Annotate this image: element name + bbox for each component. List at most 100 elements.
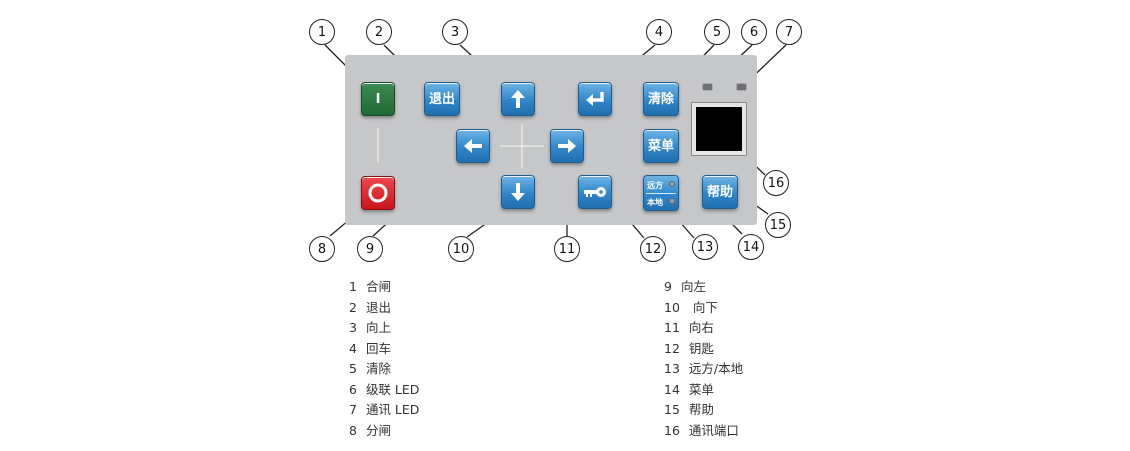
legend-num: 1: [349, 279, 357, 294]
menu-button-label: 菜单: [647, 138, 674, 154]
callout-2: 2: [366, 19, 392, 45]
legend-num: 10: [664, 299, 680, 315]
local-indicator-icon: [669, 198, 675, 204]
callout-10: 10: [448, 236, 474, 262]
legend-item: 14 菜单: [664, 380, 743, 401]
arrow-left-icon: [462, 136, 484, 156]
arrow-right-icon: [556, 136, 578, 156]
legend-label: 帮助: [688, 402, 714, 417]
callout-4: 4: [646, 19, 672, 45]
legend-label: 退出: [365, 299, 391, 315]
local-label: 本地: [647, 198, 663, 207]
close-button-label: I: [375, 91, 381, 107]
cascade-led: [703, 84, 712, 90]
legend-label: 分闸: [365, 422, 391, 438]
legend-label: 通讯 LED: [365, 402, 420, 417]
legend-item: 10 向下: [664, 298, 743, 319]
legend-num: 6: [349, 381, 357, 397]
callout-16: 16: [763, 170, 789, 196]
legend-item: 12 钥匙: [664, 339, 743, 360]
open-button[interactable]: [361, 176, 395, 210]
legend-num: 13: [664, 361, 680, 376]
legend-label: 向左: [680, 279, 706, 294]
legend-item: 16 通讯端口: [664, 421, 743, 442]
right-button[interactable]: [550, 129, 584, 163]
legend-left: 1 合闸 2 退出 3 向上 4 回车 5 清除 6 级联 LED 7 通讯 LED 8 分闸: [349, 277, 419, 441]
legend-num: 7: [349, 402, 357, 417]
remote-local-divider: [646, 193, 676, 194]
legend-num: 4: [349, 340, 357, 356]
comm-port: [691, 102, 747, 156]
callout-13: 13: [692, 234, 718, 260]
legend-item: 8 分闸: [349, 421, 419, 442]
exit-button-label: 退出: [428, 91, 455, 107]
callout-7: 7: [776, 19, 802, 45]
comm-led: [737, 84, 746, 90]
key-icon: [582, 184, 608, 200]
callout-14: 14: [738, 234, 764, 260]
legend-label: 级联 LED: [365, 381, 420, 397]
callout-9: 9: [357, 236, 383, 262]
arrow-down-icon: [508, 181, 528, 203]
legend-label: 回车: [365, 340, 391, 356]
legend-item: 3 向上: [349, 318, 419, 339]
down-button[interactable]: [501, 175, 535, 209]
callout-3: 3: [442, 19, 468, 45]
left-button[interactable]: [456, 129, 490, 163]
legend-item: 6 级联 LED: [349, 380, 419, 401]
legend-item: 11 向右: [664, 318, 743, 339]
legend-num: 15: [664, 402, 680, 417]
legend-num: 8: [349, 422, 357, 438]
legend-item: 4 回车: [349, 339, 419, 360]
legend-item: 7 通讯 LED: [349, 400, 419, 421]
legend-item: 13 远方/本地: [664, 359, 743, 380]
legend-num: 11: [664, 320, 680, 335]
enter-return-icon: [583, 89, 607, 109]
legend-label: 通讯端口: [688, 422, 739, 438]
clear-button[interactable]: 清除: [643, 82, 679, 116]
legend-num: 9: [664, 279, 672, 294]
legend-label: 菜单: [688, 381, 714, 397]
legend-label: 钥匙: [688, 340, 714, 356]
exit-button[interactable]: 退出: [424, 82, 460, 116]
legend-num: 14: [664, 381, 680, 397]
legend-label: 清除: [365, 361, 391, 376]
legend-num: 2: [349, 299, 357, 315]
callout-8: 8: [309, 236, 335, 262]
legend-num: 16: [664, 422, 680, 438]
callout-5: 5: [704, 19, 730, 45]
key-lock-button[interactable]: [578, 175, 612, 209]
legend-label: 合闸: [365, 279, 391, 294]
enter-button[interactable]: [578, 82, 612, 116]
menu-button[interactable]: 菜单: [643, 129, 679, 163]
legend-label: 向下: [688, 299, 718, 315]
legend-label: 远方/本地: [688, 361, 744, 376]
close-button[interactable]: I: [361, 82, 395, 116]
legend-right: 9 向左 10 向下 11 向右 12 钥匙 13 远方/本地 14 菜单 15 帮助 16…: [664, 277, 743, 441]
legend-item: 9 向左: [664, 277, 743, 298]
callout-15: 15: [765, 212, 791, 238]
up-button[interactable]: [501, 82, 535, 116]
legend-item: 15 帮助: [664, 400, 743, 421]
legend-label: 向右: [688, 320, 714, 335]
remote-local-button[interactable]: 远方 本地: [643, 175, 679, 211]
remote-indicator-icon: [669, 181, 675, 187]
legend-num: 5: [349, 361, 357, 376]
clear-button-label: 清除: [647, 91, 674, 107]
callout-6: 6: [741, 19, 767, 45]
callout-11: 11: [554, 236, 580, 262]
open-circle-icon: [367, 182, 389, 204]
help-button[interactable]: 帮助: [702, 175, 738, 209]
remote-label: 远方: [647, 181, 663, 190]
legend-item: 2 退出: [349, 298, 419, 319]
arrow-up-icon: [508, 88, 528, 110]
callout-1: 1: [309, 19, 335, 45]
callout-12: 12: [640, 236, 666, 262]
legend-item: 1 合闸: [349, 277, 419, 298]
legend-item: 5 清除: [349, 359, 419, 380]
legend-num: 12: [664, 340, 680, 356]
legend-label: 向上: [365, 320, 391, 335]
help-button-label: 帮助: [706, 184, 733, 200]
legend-num: 3: [349, 320, 357, 335]
